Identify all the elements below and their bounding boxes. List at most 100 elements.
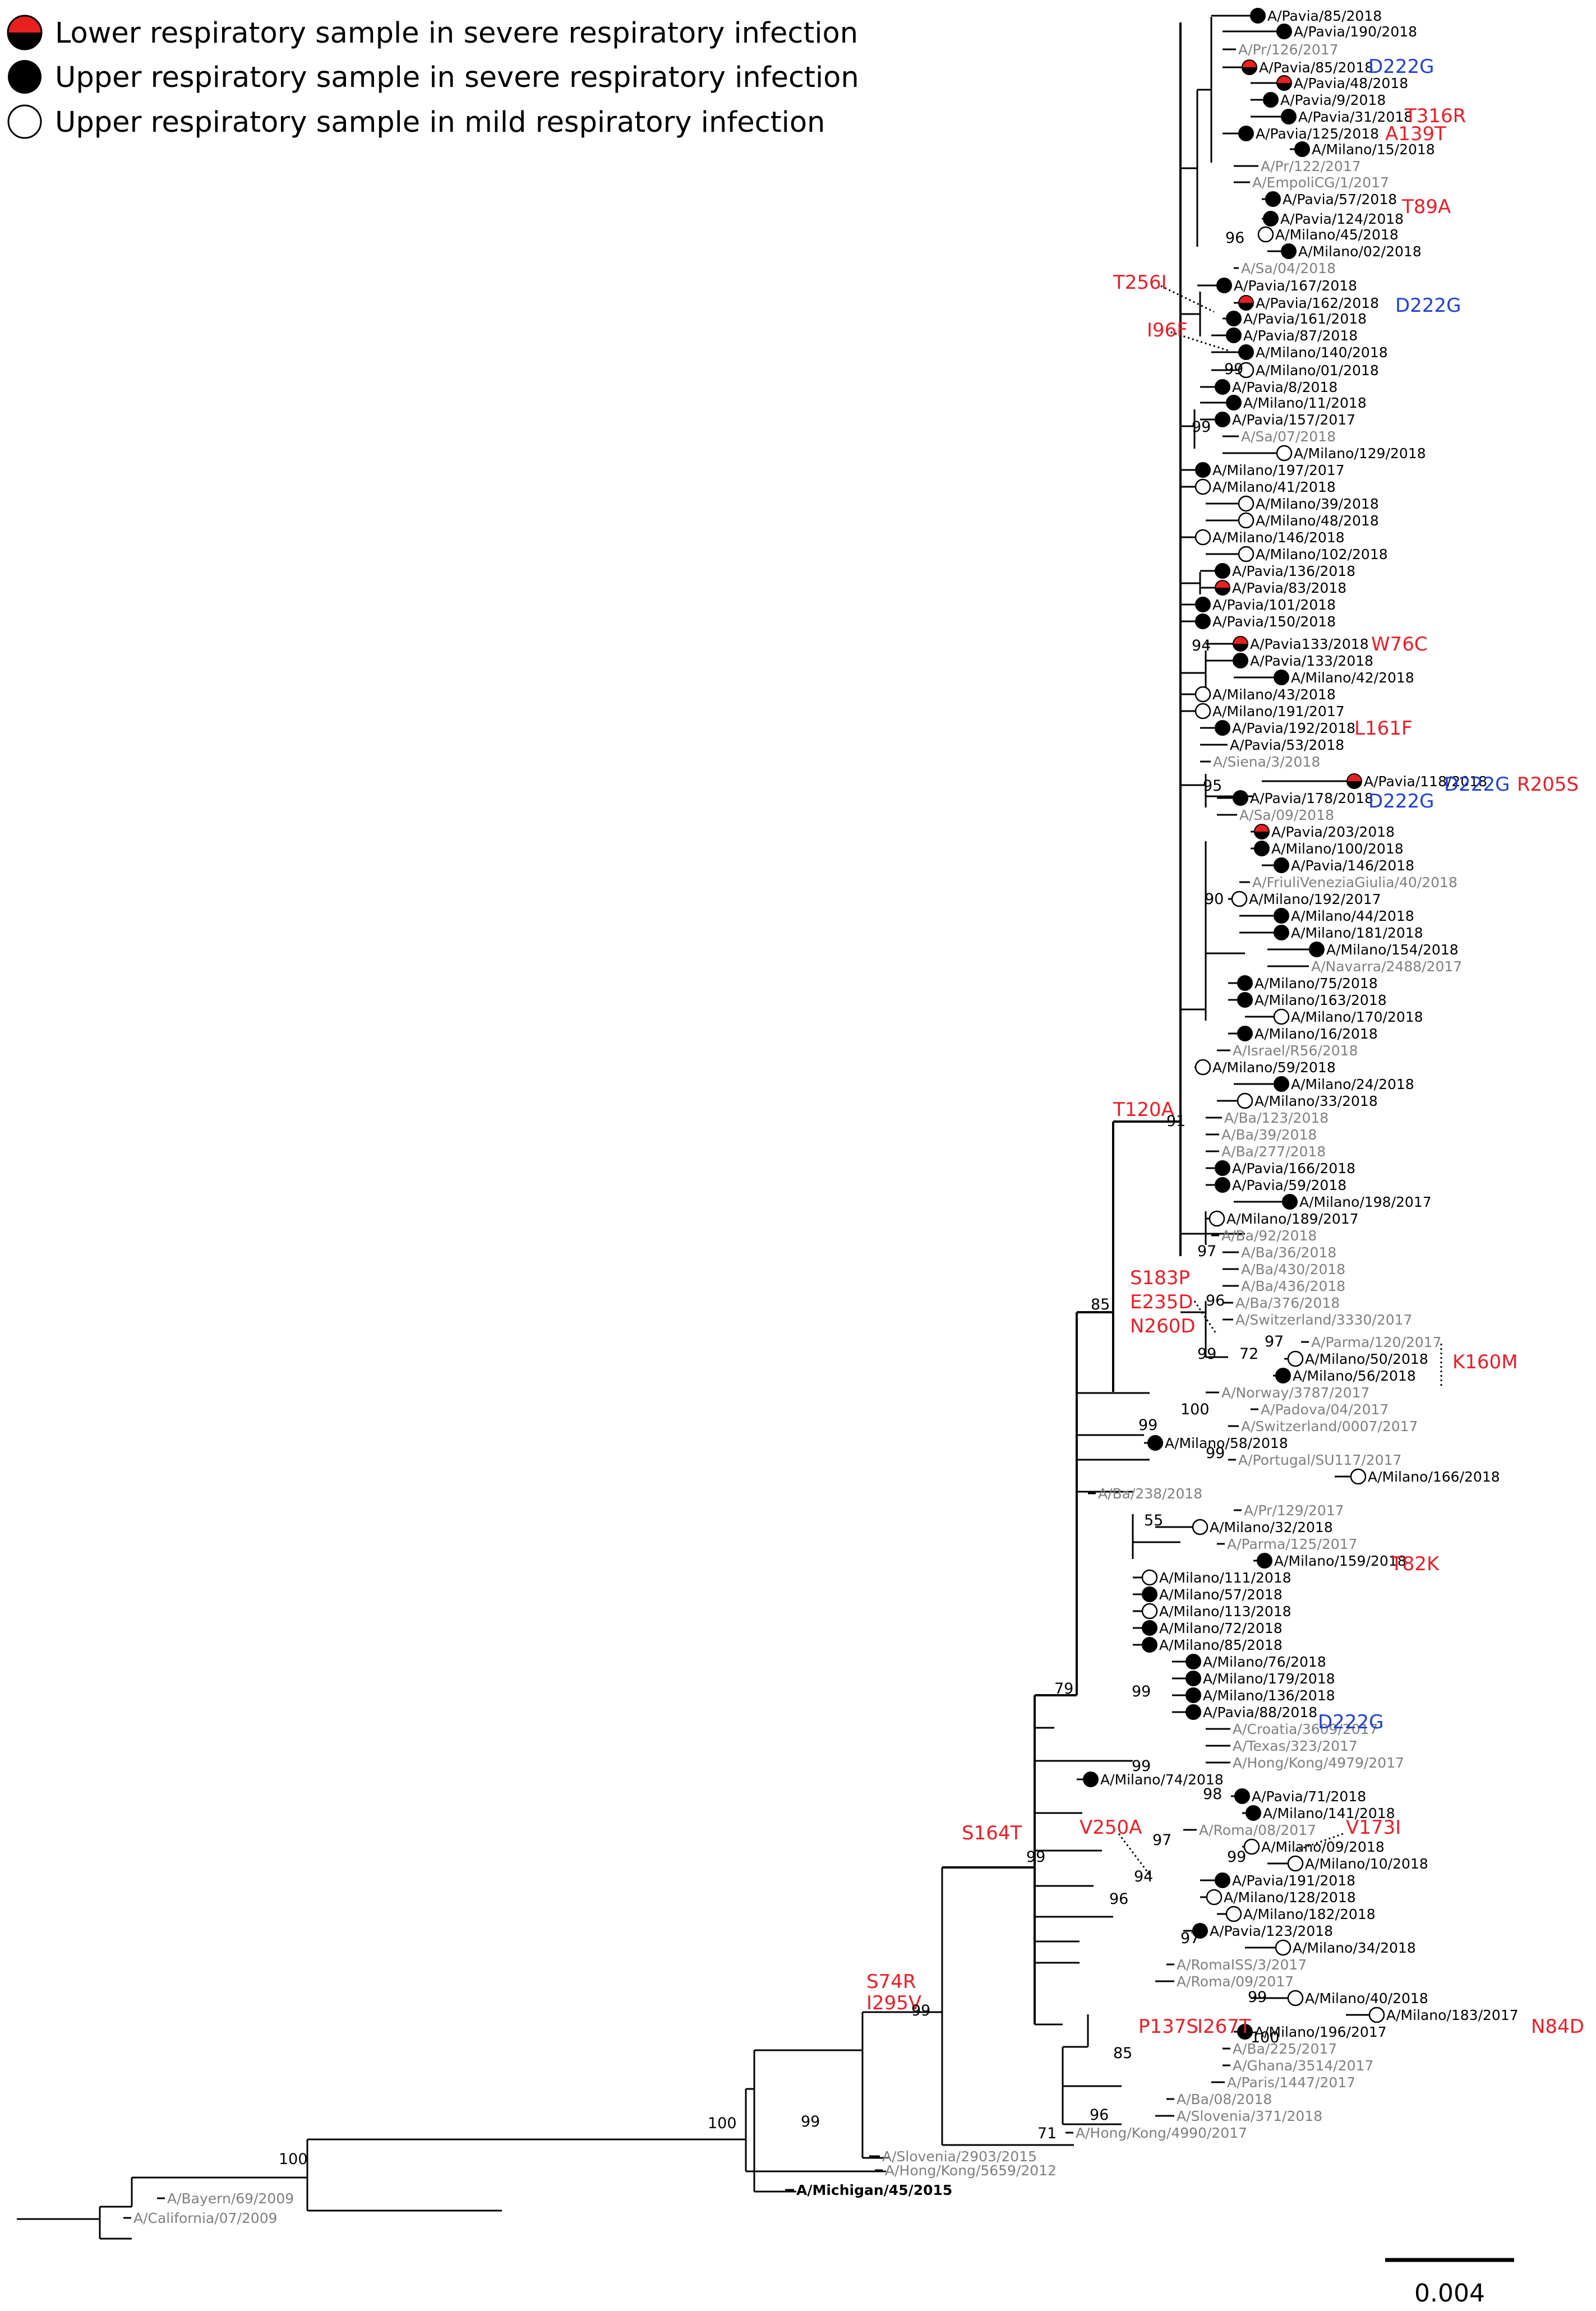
taxon-label: A/Israel/R56/2018 [1233,1043,1358,1059]
taxon-label: A/Milano/159/2018 [1274,1553,1406,1569]
open-circle-icon [1208,1210,1225,1227]
open-circle-icon [1243,1838,1260,1855]
mutation-label: S183P [1130,1267,1190,1289]
open-circle-icon [1287,1855,1304,1872]
taxon-label: A/Milano/74/2018 [1100,1772,1224,1788]
filled-circle-icon [1309,942,1325,957]
taxon-label: A/Milano/01/2018 [1256,362,1379,379]
filled-circle-icon [1216,278,1232,293]
filled-circle-icon [1237,1026,1253,1041]
taxon-label: A/Pavia/88/2018 [1203,1704,1317,1720]
filled-circle-icon [1142,1586,1157,1602]
taxon-label: A/Milano/163/2018 [1254,992,1387,1008]
taxon-label: A/Pavia/166/2018 [1232,1160,1355,1177]
filled-circle-icon [1192,1923,1208,1939]
taxon-label: A/Milano/128/2018 [1224,1889,1356,1906]
taxon-label: A/Pavia/8/2018 [1232,379,1337,395]
half-red-circle-icon [1242,59,1257,75]
filled-circle-icon [1238,344,1254,360]
mutation-label: V173I [1346,1816,1401,1839]
filled-circle-icon [1215,412,1230,427]
taxon-label: A/Milano/09/2018 [1261,1839,1385,1855]
taxon-label: A/Milano/42/2018 [1291,670,1414,686]
taxon-label: A/Milano/41/2018 [1212,479,1336,495]
taxon-label: A/Sa/09/2018 [1239,807,1334,823]
half-red-circle-icon [1254,824,1270,839]
filled-circle-icon [1186,1704,1201,1720]
taxon-label: A/Milano/57/2018 [1159,1586,1283,1603]
bootstrap-value: 99 [1206,1445,1225,1462]
taxon-label: A/Milano/136/2018 [1203,1687,1335,1704]
mutation-label: N84D [1531,2015,1584,2038]
filled-circle-icon [1263,211,1279,227]
taxon-label: A/Pavia/190/2018 [1294,24,1417,40]
bootstrap-value: 99 [1138,1417,1157,1434]
mutation-connectors [1118,285,1442,1875]
taxon-label: A/Ba/92/2018 [1221,1228,1317,1244]
taxon-label: A/Pavia/53/2018 [1230,737,1344,753]
bootstrap-value: 97 [1265,1333,1284,1350]
filled-circle-icon [1142,1637,1157,1653]
legend: Lower respiratory sample in severe respi… [7,15,859,139]
bootstrap-value: 71 [1037,2125,1057,2142]
open-circle-icon [7,104,42,139]
filled-circle-icon [1276,24,1292,39]
filled-circle-icon [1215,1872,1230,1888]
bootstrap-value: 96 [1109,1890,1128,1908]
filled-circle-icon [1281,243,1297,259]
taxon-label: A/Milano/181/2018 [1291,925,1423,941]
half-red-circle-icon [1238,295,1254,311]
mutation-label: D222G [1444,773,1510,796]
bootstrap-value: 55 [1144,1512,1163,1529]
scale-bar: 0.004 [1385,2258,1514,2308]
scale-bar-label: 0.004 [1414,2279,1485,2308]
taxon-label: A/Navarra/2488/2017 [1311,958,1462,975]
mutation-label: W76C [1371,633,1428,656]
open-circle-icon [1238,546,1254,562]
bootstrap-value: 95 [1203,777,1222,795]
legend-label-upper-severe: Upper respiratory sample in severe respi… [55,61,859,94]
taxon-label: A/Sa/07/2018 [1241,428,1336,445]
open-circle-icon [1194,478,1211,495]
taxon-label: A/Pr/126/2017 [1238,41,1339,58]
taxon-label: A/Portugal/SU117/2017 [1238,1452,1401,1468]
filled-circle-icon [1274,857,1289,873]
taxon-label: A/Milano/58/2018 [1165,1435,1288,1451]
taxon-label: A/Sa/04/2018 [1241,260,1336,276]
open-circle-icon [1273,1008,1290,1025]
taxon-label: A/Milano/32/2018 [1210,1519,1333,1535]
taxon-label: A/Ba/39/2018 [1221,1127,1317,1143]
legend-label-upper-mild: Upper respiratory sample in mild respira… [55,106,825,139]
filled-circle-icon [1263,92,1279,108]
filled-circle-icon [1215,379,1230,395]
taxon-label: A/Bayern/69/2009 [167,2190,294,2207]
half-red-circle-icon [1346,773,1362,789]
taxon-label: A/Milano/170/2018 [1291,1009,1423,1025]
filled-circle-icon [1246,1805,1261,1821]
taxon-label: A/Pavia/161/2018 [1243,311,1367,327]
taxon-label: A/Ba/430/2018 [1241,1261,1345,1277]
taxon-label: A/Milano/179/2018 [1203,1671,1335,1687]
taxon-label: A/Parma/125/2017 [1227,1536,1358,1552]
filled-circle-icon [1186,1671,1201,1686]
filled-circle-icon [1237,2024,1253,2040]
bootstrap-value: 99 [1224,361,1243,378]
taxon-label: A/Switzerland/3330/2017 [1235,1312,1412,1328]
taxon-label: A/Milano/10/2018 [1305,1856,1428,1872]
taxon-label: A/RomaISS/3/2017 [1177,1957,1307,1973]
taxon-label: A/Pavia/87/2018 [1243,327,1358,344]
filled-circle-icon [1237,992,1253,1008]
tree-branches [17,17,1253,2240]
taxon-label: A/Milano/33/2018 [1254,1093,1378,1109]
taxon-label: A/Milano/129/2018 [1294,445,1426,462]
half-red-circle-icon [1276,75,1292,91]
taxon-label: A/Pavia/178/2018 [1250,790,1373,806]
half-red-circle-icon [1215,580,1230,596]
taxon-label: A/Pavia133/2018 [1250,636,1369,652]
taxon-label: A/Ba/36/2018 [1241,1244,1336,1261]
mutation-label: T120A [1113,1099,1174,1121]
filled-circle-icon [1186,1654,1201,1669]
taxon-label: A/FriuliVeneziaGiulia/40/2018 [1252,874,1457,891]
taxon-label: A/Pavia/83/2018 [1232,580,1346,596]
taxon-label: A/Pavia/31/2018 [1298,109,1413,125]
